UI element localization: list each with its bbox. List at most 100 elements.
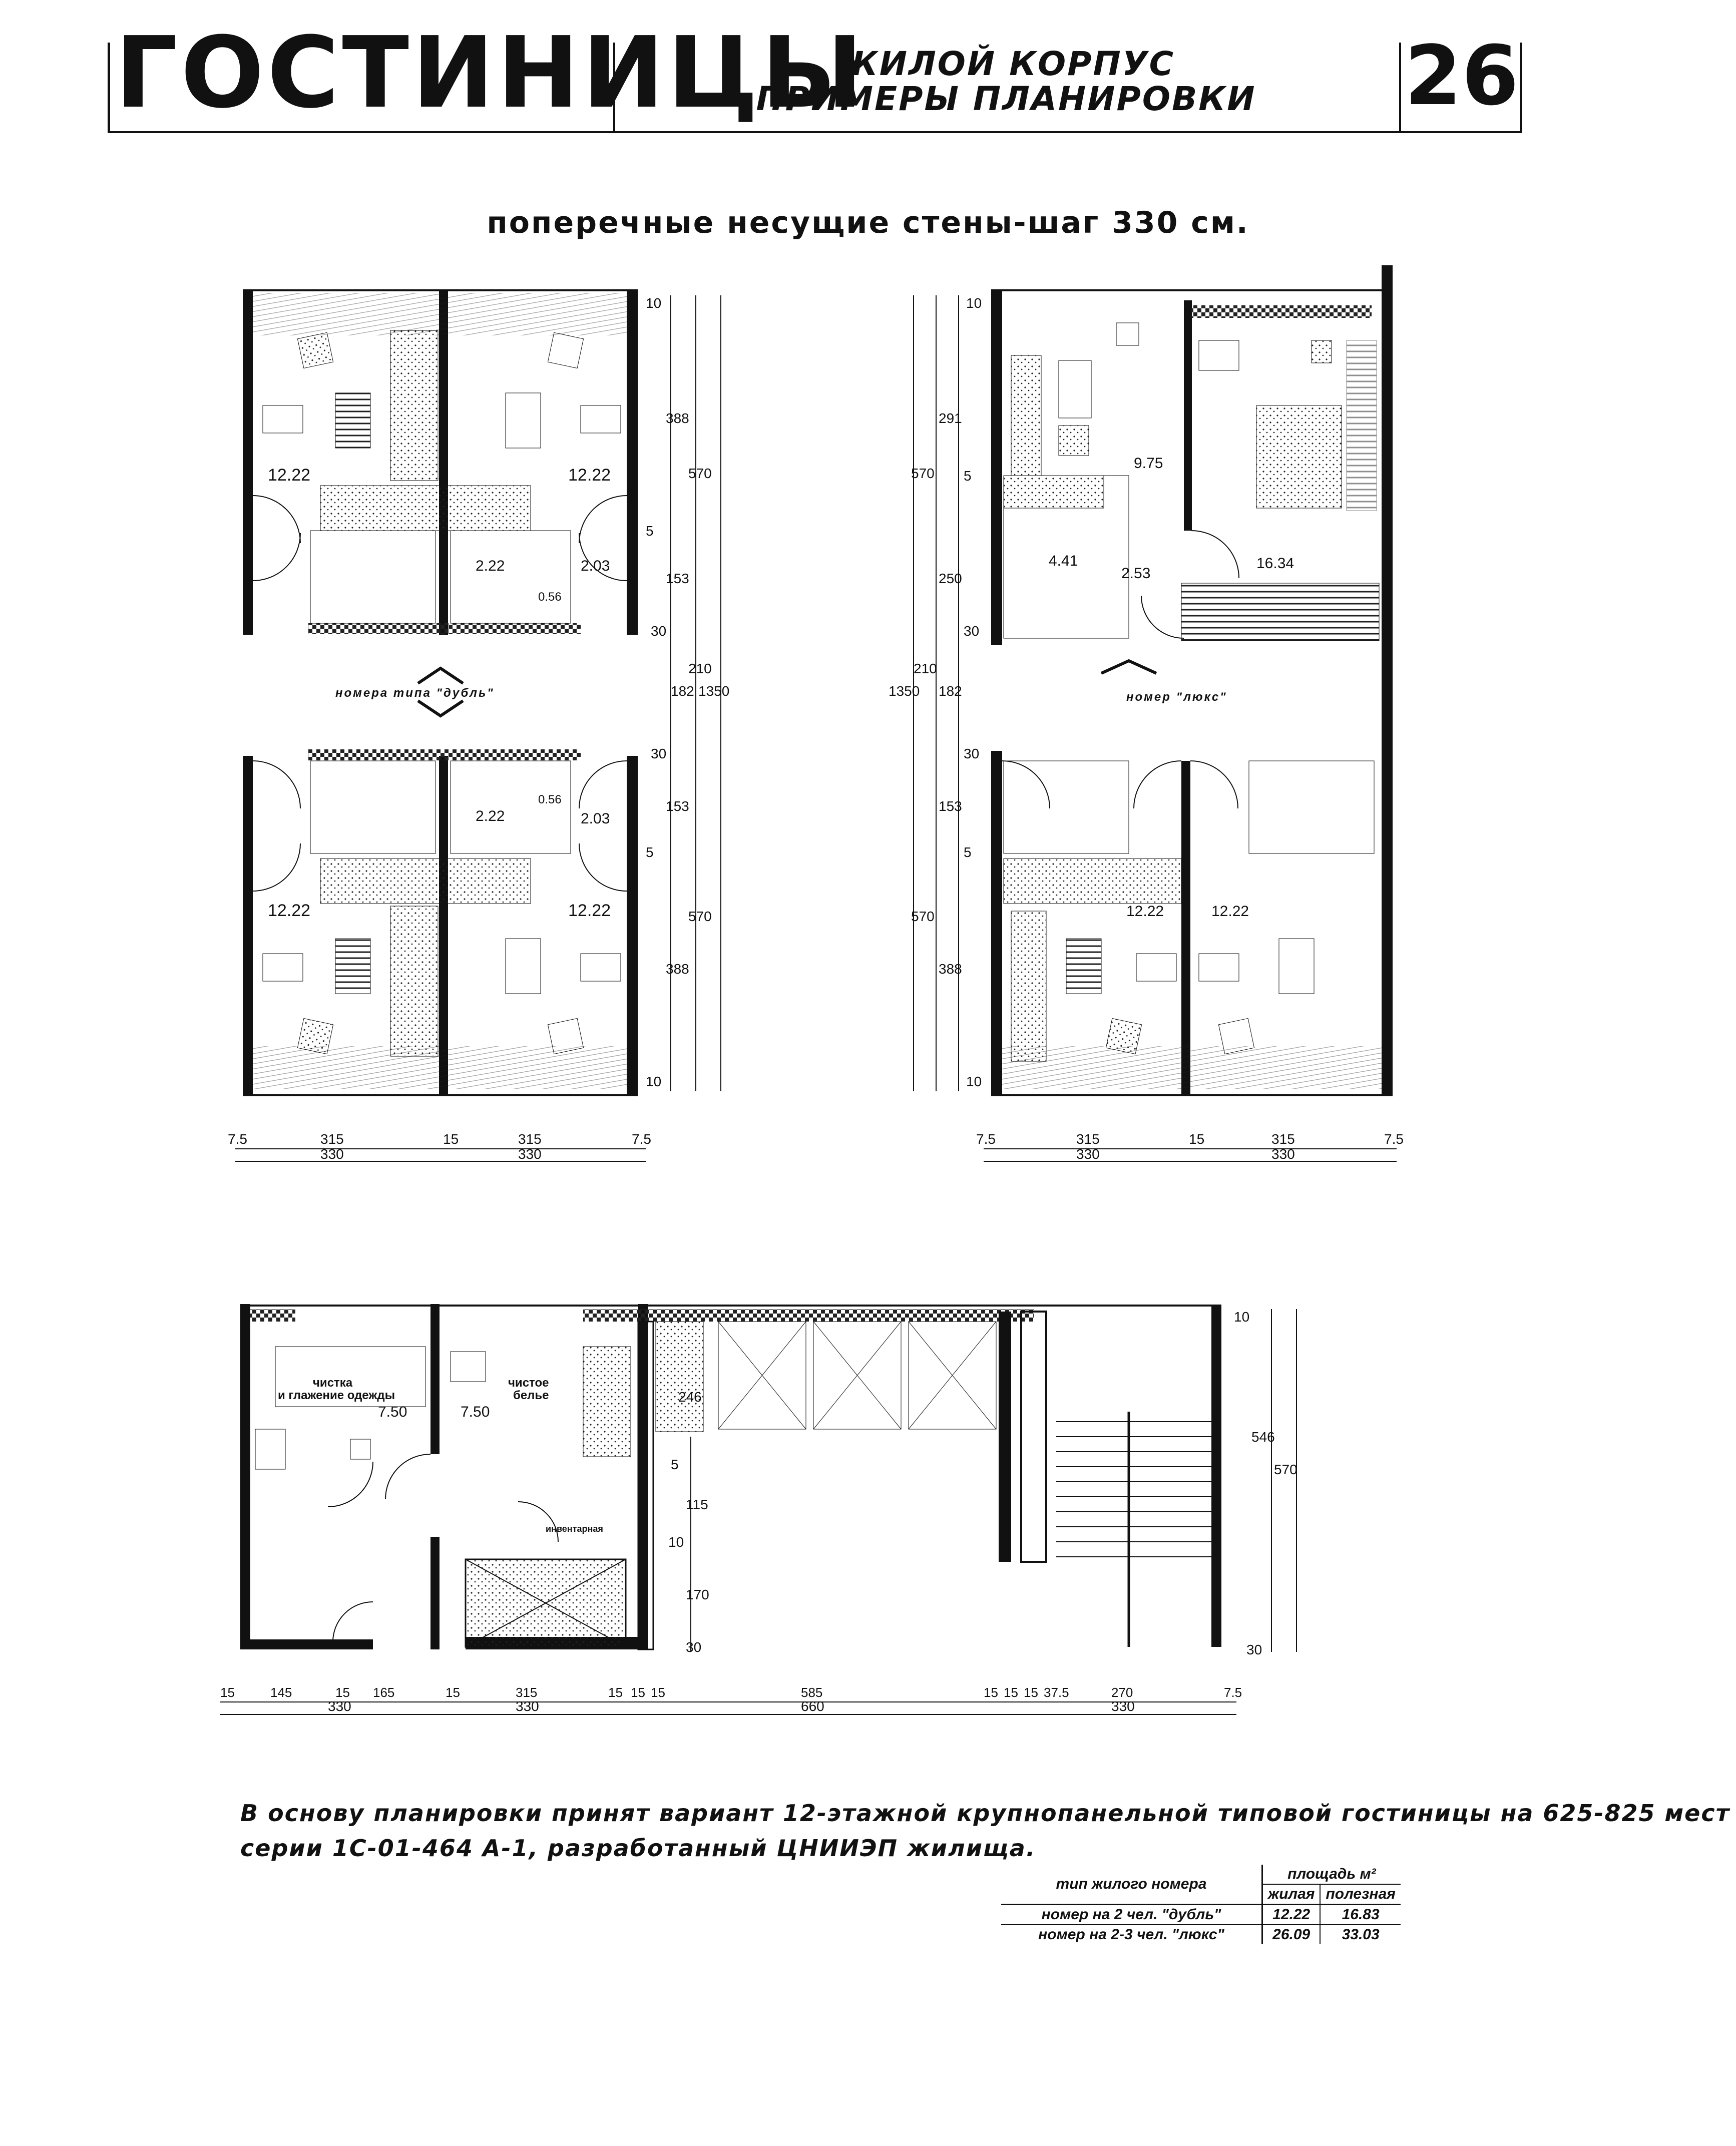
room-area: 16.34 [1256, 555, 1294, 572]
table-header: жилая [1262, 1884, 1321, 1905]
dim-label: 30 [964, 623, 979, 639]
room-area: 4.41 [1049, 553, 1078, 569]
dim-label: 330 [320, 1146, 344, 1162]
small-area: 0.56 [538, 590, 562, 604]
dim-label: 30 [651, 623, 666, 639]
dim-label: 570 [688, 909, 712, 924]
dim-label: 315 [320, 1131, 344, 1147]
header-divider [108, 131, 1522, 133]
dim-label: 182 [671, 683, 694, 699]
dim-label: 15 [220, 1685, 235, 1700]
dim-label: 246 [678, 1389, 702, 1405]
dim-label: 7.5 [1384, 1131, 1404, 1147]
dim-label: 5 [964, 844, 972, 860]
dim-label: 15 [1189, 1131, 1204, 1147]
dim-label: 388 [939, 961, 962, 977]
dim-label: 30 [651, 746, 666, 761]
dim-label: 315 [1076, 1131, 1100, 1147]
room-area: 12.22 [268, 901, 310, 920]
note-line: В основу планировки принят вариант 12-эт… [240, 1800, 1730, 1827]
room-area: 12.22 [568, 901, 611, 920]
small-area: 2.03 [581, 810, 610, 827]
table-cell: 33.03 [1342, 1926, 1380, 1943]
room-label: чистка [313, 1376, 353, 1390]
dim-label: 291 [939, 410, 962, 426]
room-area: 7.50 [378, 1404, 407, 1420]
dim-label: 10 [646, 1074, 661, 1089]
dim-label: 570 [911, 466, 935, 481]
plan-double-rooms [243, 289, 638, 1096]
plan-service-core [240, 1304, 1221, 1650]
dim-label: 546 [1251, 1429, 1275, 1445]
header-divider [108, 43, 110, 133]
corridor-label: номер "люкс" [1126, 690, 1227, 704]
header-divider [613, 43, 615, 133]
section-subtitle: ЖИЛОЙ КОРПУС [837, 45, 1175, 83]
room-area: 12.22 [268, 466, 310, 485]
dim-label: 210 [688, 661, 712, 676]
table-cell: номер на 2 чел. "дубль" [1001, 1904, 1263, 1925]
bath-area: 2.22 [476, 558, 505, 574]
table-row: номер на 2-3 чел. "люкс" 26.09 33.03 [1001, 1925, 1401, 1944]
dim-label: 37.5 [1044, 1685, 1069, 1700]
dim-label: 30 [964, 746, 979, 761]
dim-label: 388 [666, 961, 689, 977]
dim-label: 7.5 [632, 1131, 651, 1147]
dim-label: 315 [516, 1685, 537, 1700]
dim-label: 5 [646, 523, 654, 539]
dim-label: 5 [646, 844, 654, 860]
dim-label: 165 [373, 1685, 394, 1700]
corridor-label: номера типа "дубль" [335, 686, 495, 700]
page-number: 26 [1404, 28, 1519, 124]
table-header: тип жилого номера [1001, 1865, 1263, 1905]
dim-label: 15 [651, 1685, 665, 1700]
dim-label: 30 [686, 1639, 701, 1655]
dim-label: 10 [646, 295, 661, 311]
small-area: 0.56 [538, 793, 562, 806]
dim-label: 7.5 [228, 1131, 247, 1147]
dim-label: 585 [801, 1685, 822, 1700]
dim-label: 570 [911, 909, 935, 924]
area-table: тип жилого номера площадь м² жилая полез… [1001, 1865, 1401, 1944]
small-area: 2.03 [581, 558, 610, 574]
dim-label: 30 [1246, 1642, 1262, 1657]
header-divider [1399, 43, 1401, 133]
dim-label: 7.5 [976, 1131, 996, 1147]
table-cell: номер на 2-3 чел. "люкс" [1001, 1925, 1263, 1944]
dim-label: 15 [446, 1685, 460, 1700]
table-header: полезная [1320, 1884, 1401, 1905]
table-header: площадь м² [1262, 1865, 1401, 1885]
dim-label: 153 [666, 798, 689, 814]
dim-label: 153 [939, 798, 962, 814]
header-divider [1520, 43, 1522, 133]
room-area: 9.75 [1134, 455, 1163, 472]
dim-label: 210 [914, 661, 937, 676]
dim-label: 15 [631, 1685, 645, 1700]
dim-label: 270 [1111, 1685, 1133, 1700]
dim-label: 182 [939, 683, 962, 699]
dim-label: 330 [1271, 1146, 1295, 1162]
dim-label: 570 [688, 466, 712, 481]
table-cell: 26.09 [1262, 1925, 1321, 1944]
dim-label: 15 [1024, 1685, 1038, 1700]
dim-label: 570 [1274, 1462, 1297, 1477]
dim-label: 15 [443, 1131, 459, 1147]
dim-label: 15 [984, 1685, 998, 1700]
dim-label: 10 [966, 1074, 982, 1089]
table-cell: 16.83 [1320, 1904, 1401, 1925]
dim-label: 315 [1271, 1131, 1295, 1147]
room-area: 12.22 [1126, 903, 1164, 920]
dim-label: 115 [686, 1497, 708, 1512]
dim-label: 1350 [698, 683, 729, 699]
plans-caption: поперечные несущие стены-шаг 330 см. [487, 205, 1249, 240]
dim-label: 330 [518, 1146, 542, 1162]
dim-label: 15 [335, 1685, 350, 1700]
dim-label: 5 [964, 468, 972, 484]
room-area: 12.22 [1211, 903, 1249, 920]
dim-label: 388 [666, 410, 689, 426]
dim-label: 250 [939, 571, 962, 586]
room-label: белье [513, 1389, 549, 1402]
table-cell: 12.22 [1262, 1904, 1321, 1925]
dim-label: 660 [801, 1698, 824, 1714]
